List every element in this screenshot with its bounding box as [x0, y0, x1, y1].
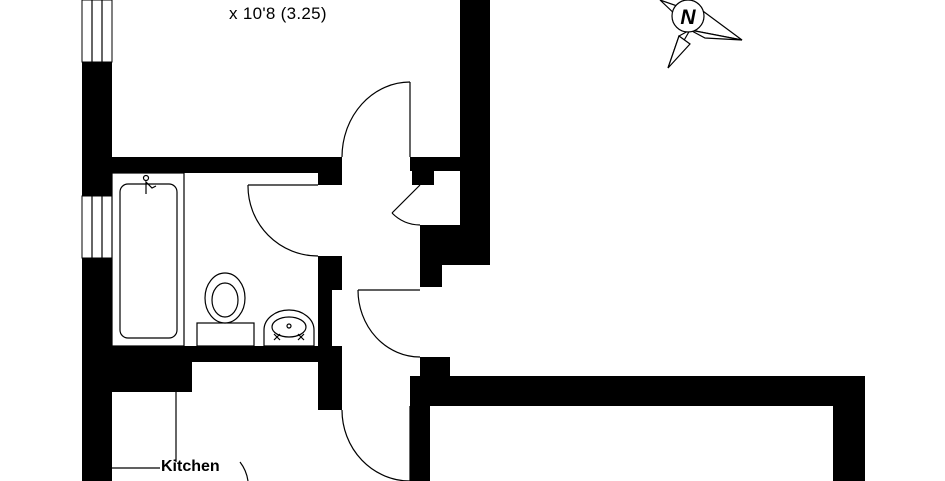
- toilet-icon: [196, 272, 255, 347]
- cupboard-door: [391, 184, 421, 226]
- kitchen-door: [239, 461, 249, 481]
- compass-north-letter: N: [680, 6, 696, 29]
- wash-basin-icon: [263, 309, 315, 347]
- living-room-door: [341, 406, 411, 481]
- hall-door: [357, 289, 421, 358]
- kitchen-worktop: [112, 392, 177, 469]
- living-room-top-wall: [410, 357, 865, 481]
- left-outer-wall: [82, 62, 112, 481]
- bedroom-door: [341, 81, 411, 158]
- bathroom-door: [247, 184, 319, 257]
- compass-rose-icon: [659, 0, 743, 69]
- bathroom-window: [81, 195, 113, 259]
- top-left-window: [81, 0, 113, 63]
- kitchen-label: Kitchen: [161, 458, 220, 475]
- bedroom-bathroom-wall: [112, 157, 342, 185]
- bathroom-kitchen-wall: [112, 346, 342, 410]
- top-room-right-wall: [410, 0, 490, 287]
- top-room-dimension: x 10'8 (3.25): [229, 4, 327, 23]
- bath-tub-icon: [111, 172, 185, 347]
- bathroom-right-wall: [318, 256, 342, 346]
